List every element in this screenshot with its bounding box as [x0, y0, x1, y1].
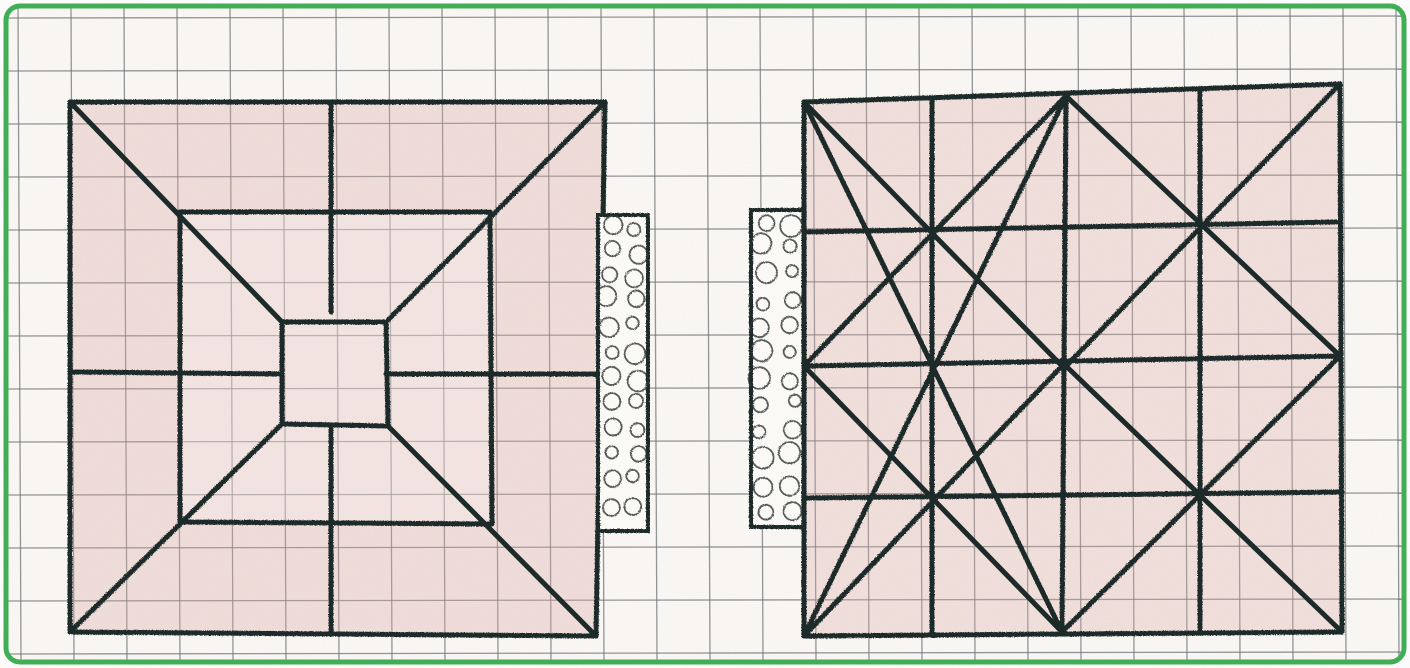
left-bubble-strip: [596, 215, 648, 531]
right-pattern: [804, 84, 1342, 636]
left-horizontal-left: [70, 372, 282, 374]
right-bubble-strip: [748, 210, 805, 527]
left-pattern: [70, 102, 605, 636]
